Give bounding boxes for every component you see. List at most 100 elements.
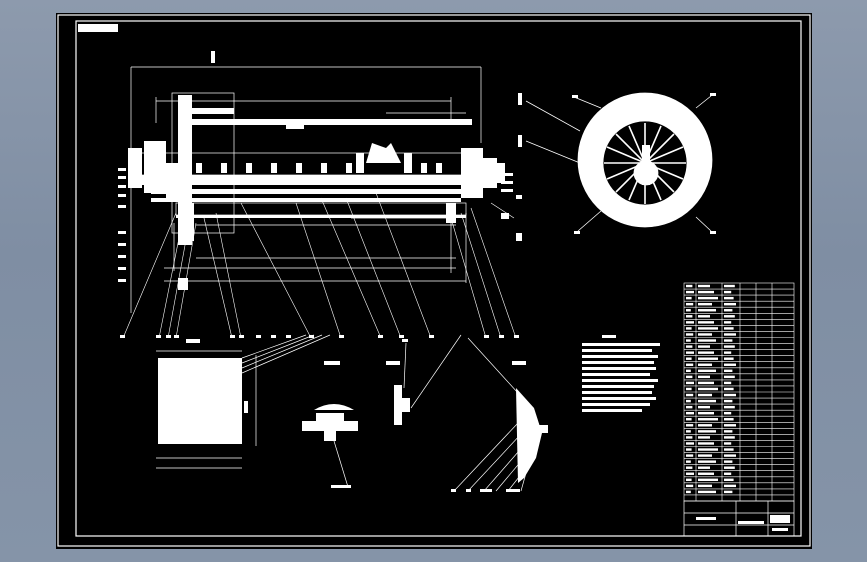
detail-bearing-view — [302, 361, 358, 488]
parts-list-cell-text — [724, 411, 732, 415]
parts-list-cell-text — [698, 351, 714, 354]
parts-list-cell-text — [724, 339, 733, 342]
parts-list-cell-text — [724, 296, 734, 300]
parts-list-cell-text — [686, 466, 693, 469]
parts-list-cell-text — [698, 375, 710, 379]
parts-list-cell-text — [698, 424, 712, 427]
parts-list-cell-text — [698, 284, 710, 288]
parts-list-cell-text — [686, 454, 694, 457]
detail-square-view — [156, 334, 331, 469]
parts-list-cell-text — [724, 448, 734, 451]
parts-list-cell-text — [724, 460, 733, 463]
parts-list-cell-text — [698, 399, 716, 403]
parts-list-cell-text — [724, 357, 734, 360]
parts-list-cell-text — [698, 296, 718, 300]
parts-list-cell-text — [698, 448, 718, 451]
parts-list-cell-text — [724, 436, 735, 439]
parts-list-cell-text — [686, 321, 694, 324]
parts-list-cell-text — [724, 363, 736, 366]
parts-list-cell-text — [724, 399, 733, 403]
parts-list-cell-text — [724, 315, 735, 318]
front-elevation-view — [118, 51, 522, 339]
title-block — [683, 500, 795, 537]
parts-list-cell-text — [686, 284, 693, 288]
parts-list-cell-text — [686, 418, 692, 421]
parts-list-cell-text — [698, 290, 714, 294]
parts-list-cell-text — [724, 424, 736, 427]
parts-list-cell-text — [686, 369, 691, 373]
parts-list-cell-text — [686, 405, 693, 409]
parts-list-cell-text — [724, 387, 734, 391]
parts-list-cell-text — [698, 363, 712, 366]
parts-list-cell-text — [724, 302, 736, 306]
parts-list-cell-text — [724, 327, 734, 330]
parts-list-cell-text — [698, 387, 718, 391]
parts-list-cell-text — [686, 472, 694, 475]
parts-list-cell-text — [698, 484, 712, 488]
parts-list-cell-text — [686, 387, 692, 391]
parts-list-cell-text — [686, 315, 693, 318]
parts-list-cell-text — [698, 339, 716, 342]
parts-list-cell-text — [686, 490, 691, 494]
parts-list-cell-text — [686, 484, 694, 488]
parts-list-table — [683, 282, 795, 502]
parts-list-cell-text — [724, 375, 735, 379]
parts-list-cell-text — [698, 418, 718, 421]
parts-list-cell-text — [686, 478, 692, 482]
parts-list-cell-text — [686, 442, 694, 445]
parts-list-cell-text — [698, 460, 716, 463]
parts-list-cell-text — [724, 490, 733, 494]
parts-list-cell-text — [686, 424, 694, 427]
parts-list-cell-text — [686, 351, 694, 354]
parts-list-cell-text — [724, 345, 735, 348]
parts-list-cell-text — [724, 472, 732, 475]
parts-list-cell-text — [686, 381, 694, 385]
technical-notes — [582, 335, 660, 412]
parts-list-cell-text — [724, 369, 733, 373]
parts-list-cell-text — [686, 375, 693, 379]
parts-list-cell-text — [698, 369, 716, 373]
parts-list-cell-text — [698, 345, 710, 348]
parts-list-cell-text — [686, 339, 691, 342]
parts-list-cell-text — [686, 430, 691, 433]
parts-list-cell-text — [724, 290, 732, 294]
parts-list-cell-text — [698, 381, 714, 385]
parts-list-cell-text — [724, 333, 736, 336]
outer-border — [57, 14, 811, 547]
parts-list-cell-text — [724, 418, 734, 421]
parts-list-cell-text — [686, 327, 692, 330]
parts-list-cell-text — [698, 327, 718, 330]
parts-list-cell-text — [698, 466, 710, 469]
parts-list-cell-text — [724, 309, 733, 312]
parts-list-cell-text — [686, 411, 694, 415]
parts-list-cell-text — [724, 351, 732, 354]
parts-list-cell-text — [686, 296, 692, 300]
parts-list-cell-text — [698, 321, 714, 324]
parts-list-cell-text — [686, 436, 693, 439]
parts-list-cell-text — [686, 363, 694, 366]
parts-list-cell-text — [724, 466, 735, 469]
detail-bracket-view — [386, 334, 462, 425]
detail-wedge-view — [451, 337, 548, 492]
parts-list-cell-text — [686, 448, 692, 451]
side-disc-view — [518, 92, 716, 234]
parts-list-cell-text — [686, 357, 692, 360]
parts-list-cell-text — [698, 478, 718, 482]
cad-drawing-viewport[interactable] — [56, 13, 812, 549]
cad-drawing — [57, 14, 811, 547]
parts-list-cell-text — [724, 393, 736, 397]
parts-list-cell-text — [686, 309, 691, 312]
parts-list-cell-text — [698, 472, 714, 475]
parts-list-cell-text — [698, 309, 716, 312]
parts-list-cell-text — [698, 411, 714, 415]
parts-list-cell-text — [686, 333, 694, 336]
parts-list-cell-text — [698, 490, 716, 494]
inner-border — [75, 20, 802, 537]
parts-list-cell-text — [686, 399, 691, 403]
parts-list-cell-text — [724, 405, 735, 409]
parts-list-cell-text — [686, 290, 694, 294]
parts-list-cell-text — [724, 442, 732, 445]
parts-list-cell-text — [724, 321, 732, 324]
parts-list-cell-text — [698, 393, 712, 397]
parts-list-cell-text — [698, 430, 716, 433]
